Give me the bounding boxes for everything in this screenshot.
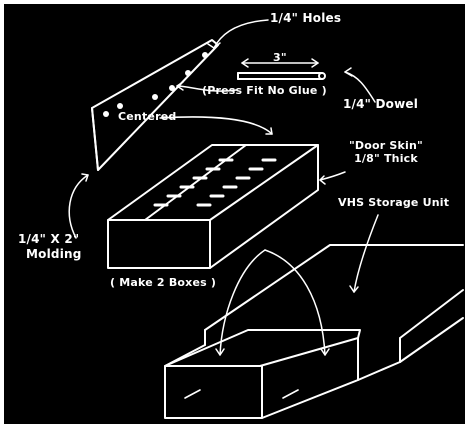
- holes-arrow: [213, 19, 269, 49]
- door-skin-line1: "Door Skin": [348, 139, 423, 152]
- leader-arrows: [68, 19, 379, 356]
- door-skin-line2: 1/8" Thick: [354, 152, 418, 165]
- molding-line2: Molding: [26, 247, 82, 261]
- insert-arrow-right: [264, 249, 326, 356]
- hole-dots: [103, 52, 208, 117]
- storage-unit: [204, 244, 464, 363]
- vhs-storage-label: VHS Storage Unit: [338, 196, 450, 209]
- dowel-dimension: [241, 58, 319, 68]
- door-skin-label: "Door Skin" 1/8" Thick: [344, 139, 428, 165]
- press-fit-arrow: [176, 85, 237, 92]
- inserted-boxes: [164, 329, 401, 419]
- press-fit-label: (Press Fit No Glue ): [202, 84, 327, 97]
- dowel-length-label: 3": [273, 51, 287, 64]
- open-box: [107, 144, 319, 269]
- dowel: [237, 72, 326, 80]
- molding-label: 1/4" X 2" Molding: [18, 232, 82, 262]
- tape-dividers: [153, 158, 277, 207]
- insert-arrow-left: [219, 249, 266, 356]
- vhs-unit-arrow: [353, 214, 379, 293]
- molding-line1: 1/4" X 2": [18, 232, 80, 246]
- door-skin-arrow: [319, 171, 346, 181]
- centered-label: Centered: [118, 110, 177, 123]
- holes-label: 1/4" Holes: [270, 11, 342, 25]
- molding-arrow: [68, 174, 89, 239]
- dowel-label: 1/4" Dowel: [343, 97, 419, 111]
- centered-arrow: [159, 116, 273, 135]
- make-boxes-label: ( Make 2 Boxes ): [110, 276, 217, 289]
